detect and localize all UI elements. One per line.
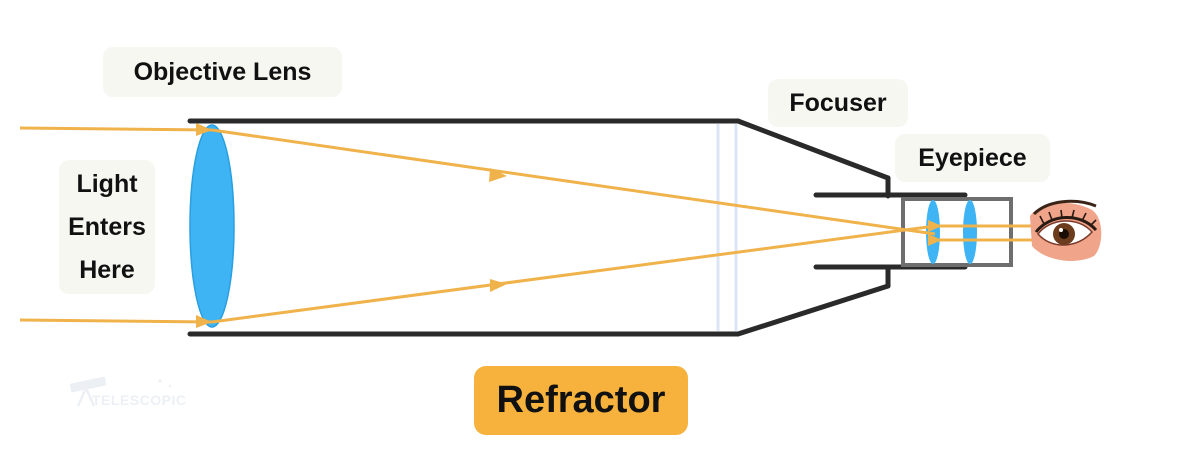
focuser-text: Focuser (789, 88, 887, 117)
telescope-logo-icon: TELESCOPIC (69, 376, 186, 408)
objective-lens (189, 124, 235, 328)
diagram-title-text: Refractor (496, 379, 666, 421)
focuser-label: Focuser (768, 79, 908, 127)
arrow-eyepiece-top (928, 220, 942, 232)
diagram-title: Refractor (474, 366, 688, 435)
eyepiece-text: Eyepiece (918, 143, 1027, 172)
arrow-eyepiece-bottom (928, 234, 942, 246)
eyepiece-frame (901, 197, 1013, 267)
light-enters-label: Light Enters Here (59, 160, 155, 294)
arrow-refracted-top (489, 168, 507, 182)
eye-icon (1030, 199, 1102, 261)
objective-lens-label: Objective Lens (103, 47, 342, 97)
light-enters-line-3: Here (79, 255, 135, 284)
telescope-tube (187, 118, 741, 337)
light-enters-line-1: Light (76, 169, 138, 198)
arrow-incoming-top (196, 123, 212, 136)
arrow-incoming-bottom (196, 315, 212, 328)
incoming-ray-top (19, 126, 213, 132)
refracted-ray-bottom (211, 224, 936, 324)
objective-lens-text: Objective Lens (133, 57, 312, 86)
ray-arrows (196, 123, 942, 328)
eyepiece-lens-1 (926, 200, 940, 264)
light-rays (19, 126, 1040, 324)
incoming-ray-bottom (19, 318, 213, 324)
watermark-text: TELESCOPIC (92, 392, 186, 408)
eyepiece-label: Eyepiece (895, 134, 1050, 182)
refracted-ray-top (211, 128, 936, 236)
eyepiece-lens-2 (963, 200, 977, 264)
tube-baffle (716, 124, 738, 331)
arrow-refracted-bottom (490, 279, 507, 292)
light-enters-line-2: Enters (68, 212, 146, 241)
